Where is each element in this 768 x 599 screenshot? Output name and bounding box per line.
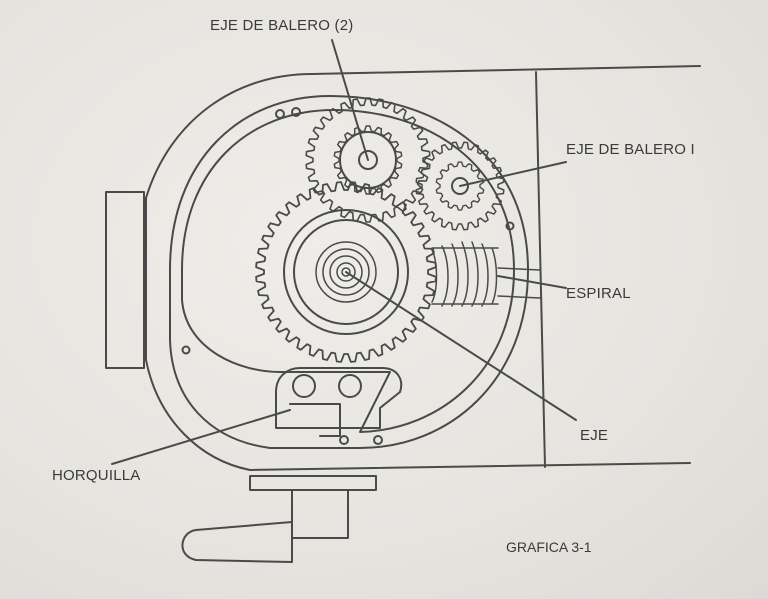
horquilla-bracket <box>275 367 403 429</box>
right-small-gear <box>435 161 485 211</box>
main-gear-inner <box>293 219 399 325</box>
housing-hole <box>505 221 515 231</box>
leader-eje <box>345 271 577 421</box>
figure-caption: GRAFICA 3-1 <box>506 539 592 555</box>
housing-hole <box>181 345 191 355</box>
label-horquilla: HORQUILLA <box>52 467 141 484</box>
label-eje-de-balero-1: EJE DE BALERO I <box>566 141 695 158</box>
crank-handle <box>181 521 293 563</box>
horquilla-link <box>289 403 341 437</box>
right-gear-bore <box>451 177 469 195</box>
inner-body <box>169 95 529 449</box>
worm-coil <box>431 241 541 307</box>
upper-gear-bore <box>358 150 378 170</box>
main-gear-ring <box>283 209 409 335</box>
leader-eje-de-balero-1 <box>459 161 567 187</box>
leader-espiral <box>497 275 567 289</box>
housing-hole <box>339 435 349 445</box>
left-mounting-block <box>105 191 145 369</box>
horquilla-hole <box>338 374 362 398</box>
label-espiral: ESPIRAL <box>566 285 631 302</box>
housing-bottom-edge <box>249 462 691 471</box>
leader-horquilla <box>111 409 291 465</box>
label-eje-de-balero-2: EJE DE BALERO (2) <box>210 17 353 34</box>
housing-hole <box>275 109 285 119</box>
upper-small-gear <box>333 125 403 195</box>
housing-hole <box>291 107 301 117</box>
right-gear <box>415 141 505 231</box>
lower-shaft <box>291 489 349 539</box>
outer-housing-left <box>145 197 251 471</box>
inner-plate <box>181 109 515 433</box>
lower-flange <box>249 475 377 491</box>
spiral-spring <box>315 241 377 303</box>
upper-gear-hub <box>339 131 397 189</box>
horquilla-hole <box>292 374 316 398</box>
main-gear <box>255 181 437 363</box>
label-eje: EJE <box>580 427 608 444</box>
outer-housing <box>145 65 701 199</box>
housing-hole <box>373 435 383 445</box>
leader-eje-de-balero-2 <box>331 39 369 161</box>
